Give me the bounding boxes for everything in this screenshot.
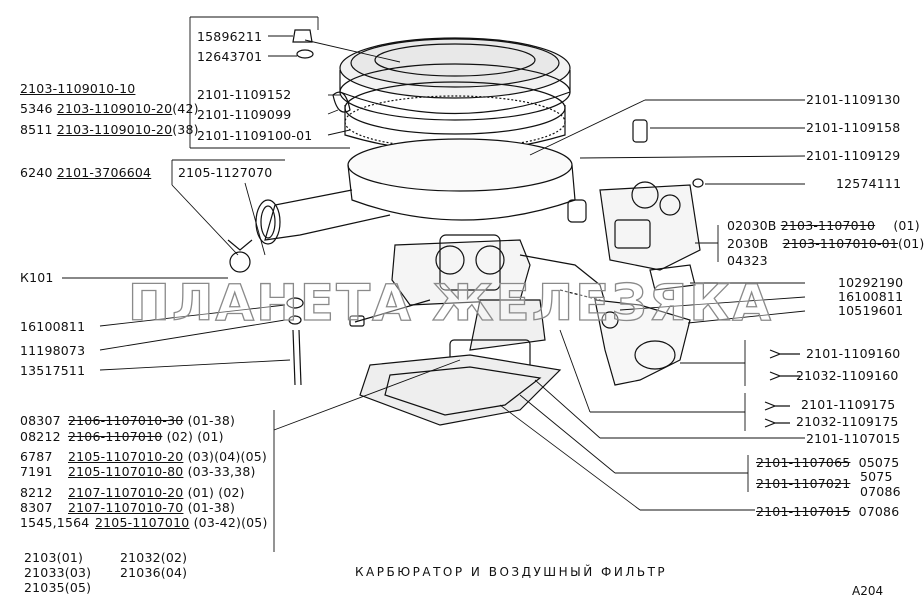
list-part: 2105-1107010-20: [68, 449, 184, 464]
model-legend-item: 21036(04): [120, 565, 188, 580]
carb-variant-row: 02030В 2103-1107010 (01): [727, 219, 920, 233]
part-label-2101-1109099: 2101-1109099: [197, 107, 292, 122]
list-part: 2105-1107010: [95, 515, 190, 530]
list-item: 8212 2107-1107010-20 (01) (02): [20, 486, 245, 500]
list-note: (01-38): [187, 413, 236, 428]
part-label-15896211: 15896211: [197, 29, 263, 44]
variant-note: (01): [898, 236, 924, 251]
part-label-2101-1109129: 2101-1109129: [806, 148, 901, 163]
variant-part: 2103-1107010-01: [782, 236, 898, 251]
list-code: 08212: [20, 429, 61, 444]
part-code: 07086: [858, 504, 900, 519]
variant-code: 5346: [20, 101, 53, 116]
list-item: 08212 2106-1107010 (02) (01): [20, 430, 224, 444]
variant-note: (42): [172, 101, 199, 116]
part-label-2101-1109158: 2101-1109158: [806, 120, 901, 135]
part-number-text: 2101-1107021: [756, 476, 851, 491]
model-legend-item: 21033(03): [24, 565, 92, 580]
list-code: 1545,1564: [20, 515, 90, 530]
variant-code: 2030В: [727, 236, 769, 251]
part-label-2101-1109100-01: 2101-1109100-01: [197, 128, 313, 143]
filter-housing: [255, 138, 587, 245]
part-code: 6240: [20, 165, 53, 180]
part-label-2101-1109160: 2101-1109160: [806, 346, 901, 361]
part-label-12574111: 12574111: [836, 176, 902, 191]
list-item: 08307 2106-1107010-30 (01-38): [20, 414, 235, 428]
part-number: 2101-1107021: [756, 477, 850, 491]
list-note: (01) (02): [187, 485, 245, 500]
part-label-2105-1127070: 2105-1127070: [178, 165, 273, 180]
list-code: 8307: [20, 500, 53, 515]
list-part: 2105-1107010-80: [68, 464, 184, 479]
variant-code: 8511: [20, 122, 53, 137]
carburetor-detail: [599, 181, 701, 291]
list-note: (03)(04)(05): [187, 449, 267, 464]
list-note: (03-42)(05): [193, 515, 268, 530]
part-label-16100811: 16100811: [20, 319, 86, 334]
part-number: 2101-3706604: [56, 165, 152, 180]
diagram-title: КАРБЮРАТОР И ВОЗДУШНЫЙ ФИЛЬТР: [355, 565, 668, 579]
list-item: 7191 2105-1107010-80 (03-33,38): [20, 465, 256, 479]
list-code: 6787: [20, 449, 53, 464]
variant-part: 2103-1109010-20: [56, 101, 173, 116]
list-part: 2107-1107010-20: [68, 485, 184, 500]
carb-variant-row: 2030В 2103-1107010-01(01): [727, 237, 924, 251]
list-note: (03-33,38): [187, 464, 256, 479]
part-number: 2101-1107065: [756, 455, 851, 470]
part-label-2101-1109175: 2101-1109175: [801, 397, 896, 412]
part-label-2101-1107015: 2101-1107015: [806, 431, 901, 446]
part-number: 2101-1107015: [756, 504, 851, 519]
part-label-21032-1109160: 21032-1109160: [796, 368, 899, 383]
part-label-16100811: 16100811: [838, 289, 904, 304]
variant-part: 2103-1109010-20: [56, 122, 173, 137]
part-label-2101-1109130: 2101-1109130: [806, 92, 901, 107]
part-label-2101-1109152: 2101-1109152: [197, 87, 292, 102]
part-label-10519601: 10519601: [838, 303, 904, 318]
part-label-21032-1109175: 21032-1109175: [796, 414, 899, 429]
part-label-13517511: 13517511: [20, 363, 86, 378]
watermark: ПЛАНЕТА ЖЕЛЕЗЯКА: [127, 273, 773, 332]
sheet-code: А204: [852, 584, 884, 598]
part-row: 2101-1107015 07086: [756, 505, 899, 519]
list-part: 2107-1107010-70: [68, 500, 184, 515]
list-code: 08307: [20, 413, 61, 428]
part-label-12643701: 12643701: [197, 49, 263, 64]
small-parts: [227, 29, 800, 428]
leader-lines: [62, 16, 806, 552]
carb-variant-code: 04323: [727, 253, 768, 268]
model-legend-item: 2103(01): [24, 550, 84, 565]
list-note: (02) (01): [166, 429, 224, 444]
part-label-k101: К101: [20, 270, 54, 285]
list-part: 2106-1107010-30: [68, 413, 184, 428]
part-code: 07086: [860, 484, 901, 499]
model-legend-item: 21032(02): [120, 550, 188, 565]
list-note: (01-38): [187, 500, 236, 515]
part-row-6240: 6240 2101-3706604: [20, 166, 151, 180]
list-code: 7191: [20, 464, 53, 479]
variant-code: 02030В: [727, 218, 777, 233]
list-item: 6787 2105-1107010-20 (03)(04)(05): [20, 450, 267, 464]
gasket-plate: [359, 354, 562, 426]
list-part: 2106-1107010: [68, 429, 163, 444]
variant-note: (38): [172, 122, 199, 137]
part-label-11198073: 11198073: [20, 343, 86, 358]
filter-variant-row: 8511 2103-1109010-20(38): [20, 123, 199, 137]
list-item: 1545,1564 2105-1107010 (03-42)(05): [20, 516, 268, 530]
list-item: 8307 2107-1107010-70 (01-38): [20, 501, 235, 515]
part-row: 2101-1107065 05075: [756, 456, 899, 470]
carburetor-body: [349, 234, 621, 381]
filter-main-part: 2103-1109010-10: [20, 81, 136, 96]
throttle-linkage: [594, 299, 691, 386]
variant-part: 2103-1107010: [780, 218, 876, 233]
filter-variant-row: 5346 2103-1109010-20(42): [20, 102, 199, 116]
part-code: 5075: [860, 469, 893, 484]
part-label-10292190: 10292190: [838, 275, 904, 290]
list-code: 8212: [20, 485, 53, 500]
part-code: 05075: [858, 455, 900, 470]
model-legend-item: 21035(05): [24, 580, 92, 595]
variant-note: (01): [893, 218, 920, 233]
air-filter-lid: [339, 37, 571, 121]
